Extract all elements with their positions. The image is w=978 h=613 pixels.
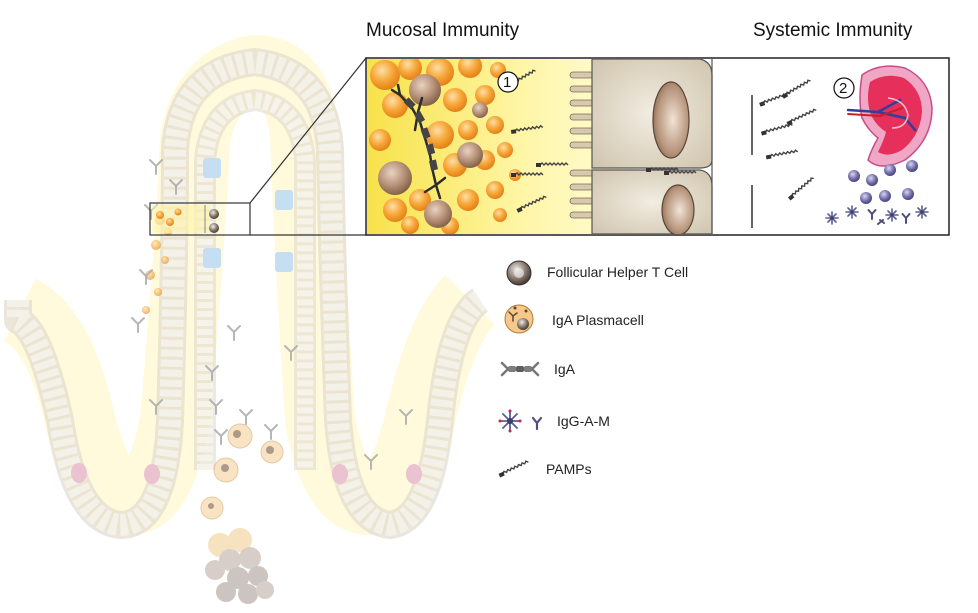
legend-label-igg-a-m: IgG-A-M xyxy=(557,413,610,429)
microvilli xyxy=(569,71,595,219)
marker-1 xyxy=(497,71,519,93)
legend-label-pamps: PAMPs xyxy=(546,461,592,477)
plasma-cell-cluster xyxy=(369,59,521,234)
iga-plasmacell-icon xyxy=(504,304,534,334)
iga-dimer-large xyxy=(390,83,447,200)
marker-2-text: 2 xyxy=(839,80,847,97)
legend-label-iga: IgA xyxy=(554,361,576,377)
m-cell-icon xyxy=(203,158,221,178)
legend-label-iga-plasmacell: IgA Plasmacell xyxy=(552,312,644,328)
systemic-b-cells xyxy=(848,160,918,204)
follicular-helper-t-cell-icon xyxy=(506,260,532,286)
zoom-panel: 1 xyxy=(365,57,950,236)
zoom-source-box xyxy=(149,202,251,236)
spleen-icon xyxy=(846,65,933,167)
igg-a-m-icon xyxy=(498,409,543,433)
marker-1-text: 1 xyxy=(503,74,511,91)
mucosal-immunity-title: Mucosal Immunity xyxy=(366,20,520,41)
paneth-cell-icon xyxy=(71,463,87,483)
marker-2 xyxy=(833,77,855,99)
pamps-icon xyxy=(497,459,530,479)
legend-label-follicular-helper-t-cell: Follicular Helper T Cell xyxy=(547,264,689,280)
iga-icon xyxy=(500,361,540,377)
epithelial-cells xyxy=(591,59,713,234)
zoom-connector-top xyxy=(249,57,367,204)
systemic-immunity-title: Systemic Immunity xyxy=(753,20,913,41)
intestinal-villi xyxy=(2,35,496,604)
